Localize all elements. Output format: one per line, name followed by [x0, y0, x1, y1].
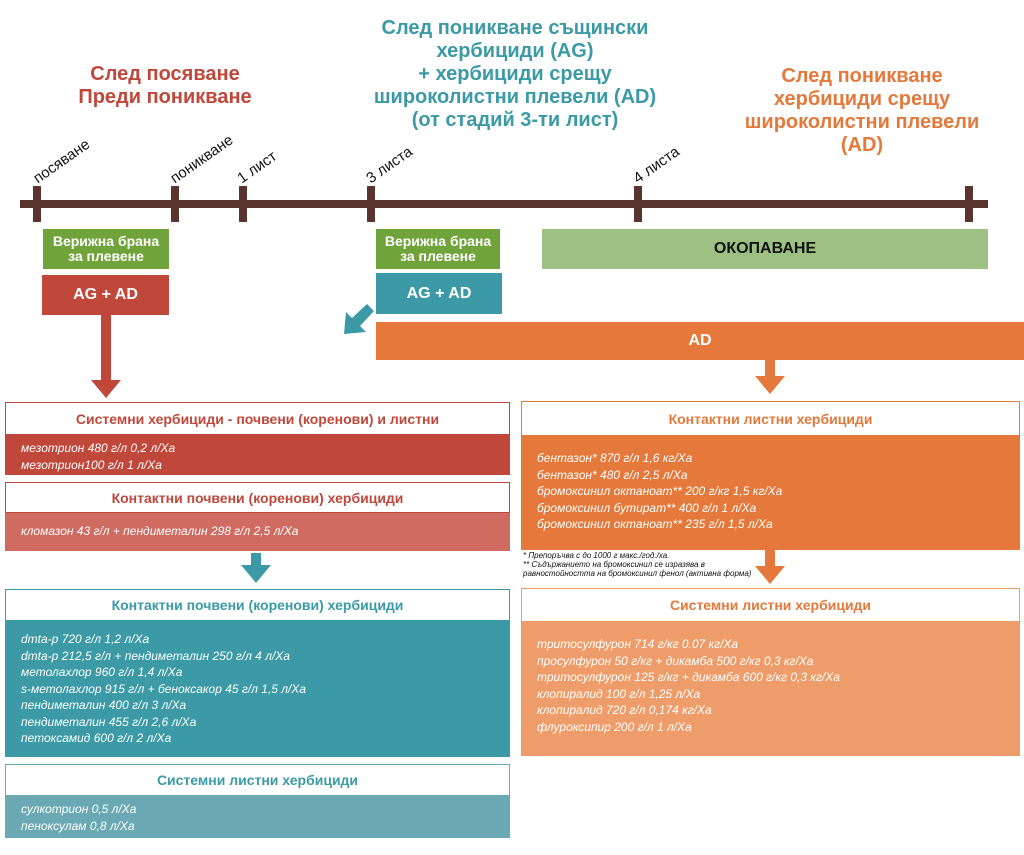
herbicide-item: сулкотрион 0,5 л/Ха: [21, 802, 137, 816]
herbicide-item: пеноксулам 0,8 л/Ха: [21, 818, 135, 833]
header-line: широколистни плевели (AD): [373, 86, 657, 108]
footnote: ** Съдържанието на бромоксинил се изразя…: [523, 560, 705, 569]
arrow-down-orange-1: [755, 360, 785, 394]
herbicide-item: клопиралид 720 г/л 0,174 кг/Ха: [537, 703, 712, 717]
header-line: + хербициди срещу: [418, 63, 612, 85]
panel-body-contact-soil-2: dmta-p 720 г/л 1,2 л/Ха dmta-p 212,5 г/л…: [5, 621, 510, 757]
harrow-label: за плевене: [400, 248, 476, 264]
header-line: След посяване: [90, 63, 240, 85]
herbicide-item: бентазон* 480 г/л 2,5 л/Ха: [537, 467, 688, 482]
herbicide-item: бентазон* 870 г/л 1,6 кг/Ха: [537, 451, 693, 465]
panel-title-contact-foliar: Контактни листни хербициди: [521, 401, 1020, 436]
header-preemergence: След посяване Преди поникване: [20, 63, 310, 109]
panel-title-systemic-foliar-left: Системни листни хербициди: [5, 764, 510, 796]
herbicide-item: бромоксинил октаноат** 200 г/кг 1,5 кг/Х…: [537, 484, 783, 498]
panel-title-contact-soil-1: Контактни почвени (коренови) хербициди: [5, 482, 510, 513]
panel-title-systemic-soil-foliar: Системни хербициди - почвени (коренови) …: [5, 402, 510, 435]
arrow-down-orange-2: [755, 550, 785, 584]
harrow-label: Верижна брана: [384, 233, 492, 249]
okopavane-box: ОКОПАВАНЕ: [542, 229, 988, 269]
header-postemergence-ad: След поникване хербициди срещу широколис…: [700, 65, 1024, 157]
panel-body-systemic-foliar-left: сулкотрион 0,5 л/Ха пеноксулам 0,8 л/Ха: [5, 796, 510, 838]
header-line: След поникване: [781, 65, 943, 87]
panel-title-systemic-foliar-right: Системни листни хербициди: [521, 588, 1020, 622]
herbicide-item: dmta-p 212,5 г/л + пендиметалин 250 г/л …: [21, 648, 290, 663]
herbicide-item: бромоксинил октаноат** 235 г/л 1,5 л/Ха: [537, 517, 773, 531]
header-line: широколистни плевели: [744, 111, 980, 133]
ad-bar: AD: [376, 322, 1024, 360]
ag-ad-box-mid: AG + AD: [376, 273, 502, 314]
header-line: хербициди (AG): [436, 40, 594, 62]
footnote: равностойността на бромоксинил фенол (ак…: [523, 569, 752, 578]
header-line: След поникване същински: [381, 17, 649, 39]
herbicide-item: мезотрион100 г/л 1 л/Ха: [21, 457, 162, 472]
header-postemergence-ag: След поникване същински хербициди (AG) +…: [330, 17, 700, 132]
herbicide-item: просулфурон 50 г/кг + дикамба 500 г/кг 0…: [537, 653, 814, 668]
panel-body-contact-foliar: бентазон* 870 г/л 1,6 кг/Ха бентазон* 48…: [521, 436, 1020, 550]
herbicide-item: кломазон 43 г/л + пендиметалин 298 г/л 2…: [21, 524, 299, 538]
herbicide-item: тритосулфурон 714 г/кг 0.07 кг/Ха: [537, 637, 739, 651]
herbicide-item: бромоксинил бутират** 400 г/л 1 л/Ха: [537, 500, 757, 515]
timeline-tick: [367, 186, 375, 222]
header-line: Преди поникване: [78, 86, 252, 108]
header-line: хербициди срещу: [773, 88, 951, 110]
ag-ad-box-left: AG + AD: [42, 275, 169, 315]
harrow-label: Верижна брана: [52, 233, 160, 249]
herbicide-item: пендиметалин 455 г/л 2,6 л/Ха: [21, 714, 197, 729]
panel-body-contact-soil-1: кломазон 43 г/л + пендиметалин 298 г/л 2…: [5, 513, 510, 551]
timeline-tick: [634, 186, 642, 222]
harrow-label: за плевене: [68, 248, 144, 264]
herbicide-item: s-метолахлор 915 г/л + беноксакор 45 г/л…: [21, 681, 307, 696]
harrow-box-mid: Верижна брана за плевене: [376, 229, 500, 269]
timeline-tick: [33, 186, 41, 222]
header-line: (от стадий 3-ти лист): [411, 109, 619, 131]
panel-title-contact-soil-2: Контактни почвени (коренови) хербициди: [5, 589, 510, 621]
herbicide-item: клопиралид 100 г/л 1,25 л/Ха: [537, 686, 701, 701]
panel-body-systemic-soil-foliar: мезотрион 480 г/л 0,2 л/Ха мезотрион100 …: [5, 435, 510, 475]
herbicide-item: мезотрион 480 г/л 0,2 л/Ха: [21, 441, 176, 455]
herbicide-item: метолахлор 960 г/л 1,4 л/Ха: [21, 665, 183, 679]
timeline-tick: [239, 186, 247, 222]
herbicide-item: тритосулфурон 125 г/кг + дикамба 600 г/к…: [537, 670, 840, 684]
herbicide-item: петоксамид 600 г/л 2 л/Ха: [21, 731, 172, 745]
arrow-down-red: [91, 315, 121, 398]
arrow-down-teal: [241, 553, 271, 583]
arrow-diagonal-teal: [344, 304, 374, 334]
timeline-tick: [171, 186, 179, 222]
header-line: (AD): [840, 134, 884, 156]
footnote: * Препоръчва с до 1000 г макс./год./ха.: [523, 551, 670, 560]
herbicide-item: dmta-p 720 г/л 1,2 л/Ха: [21, 632, 150, 646]
timeline-tick: [965, 186, 973, 222]
panel-body-systemic-foliar-right: тритосулфурон 714 г/кг 0.07 кг/Ха просул…: [521, 622, 1020, 756]
timeline-line: [20, 200, 988, 208]
harrow-box-left: Верижна брана за плевене: [43, 229, 169, 269]
footnotes: * Препоръчва с до 1000 г макс./год./ха. …: [523, 551, 751, 578]
herbicide-item: флуроксипир 200 г/л 1 л/Ха: [537, 719, 692, 734]
herbicide-item: пендиметалин 400 г/л 3 л/Ха: [21, 698, 187, 712]
